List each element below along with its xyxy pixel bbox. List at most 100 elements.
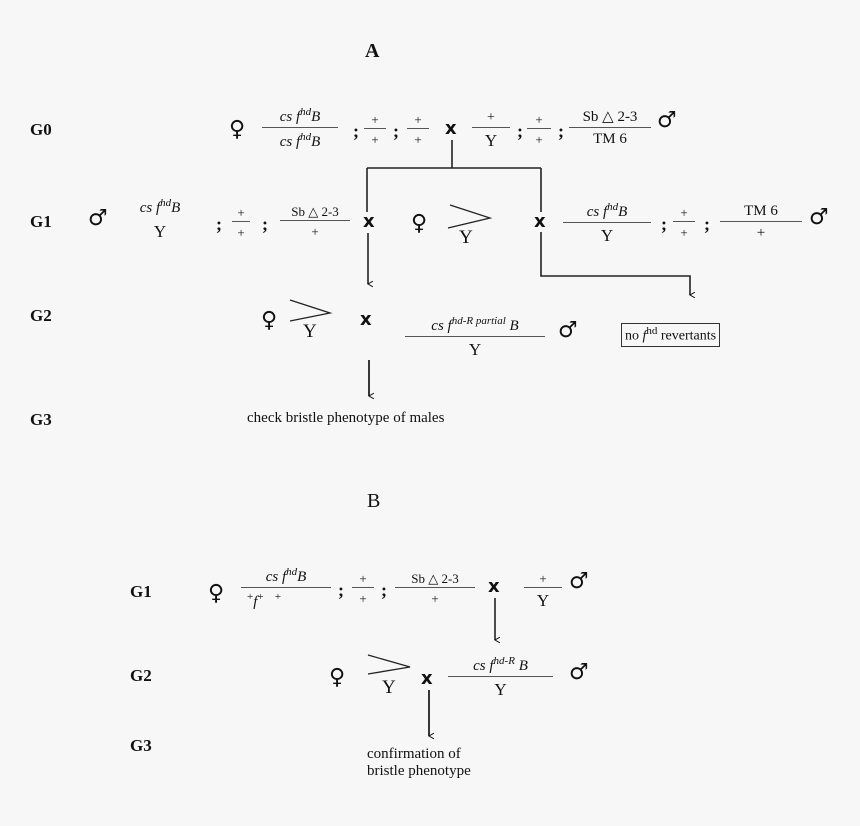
b-g2-wedge: [367, 654, 411, 675]
separator: ;: [393, 121, 399, 141]
separator: ;: [216, 214, 222, 234]
g0-male-chr3: Sb △ 2-3 TM 6: [569, 110, 651, 147]
cross-symbol: x: [360, 309, 372, 330]
female-symbol: ♀: [229, 117, 246, 142]
b-g3-outcome-text: confirmation of bristle phenotype: [367, 746, 471, 780]
b-g2-male-x: cs fhd-R B Y: [448, 656, 553, 698]
female-symbol: ♀: [261, 308, 278, 333]
genotype-text: +: [359, 571, 367, 586]
g1-right-arrow: [540, 232, 696, 299]
gen-label-g3: G3: [30, 410, 52, 429]
gen-label-g3: G3: [130, 736, 152, 755]
gen-label-g1: G1: [130, 582, 152, 601]
genotype-text: no: [625, 328, 643, 344]
g0-female-chr2: ++: [364, 113, 386, 146]
separator: ;: [338, 580, 344, 600]
genotype-text: f: [642, 328, 647, 344]
genotype-text: B: [509, 318, 519, 334]
female-symbol: ♀: [329, 665, 346, 690]
separator: ;: [517, 121, 523, 141]
genotype-text: TM 6: [593, 131, 627, 147]
genotype-text: cs f: [279, 134, 301, 150]
genotype-text: +: [257, 591, 264, 603]
genotype-text: Y: [600, 226, 614, 245]
genotype-text: cs f: [139, 200, 161, 216]
genotype-text: B: [618, 204, 628, 220]
panel-a-label: A: [365, 40, 380, 62]
gen-label-g1: G1: [30, 212, 52, 231]
b-g1-female-x: cs fhdB +f+ +: [241, 567, 331, 610]
genotype-text: +: [371, 112, 379, 127]
separator: ;: [661, 214, 667, 234]
g2-y: Y: [303, 321, 317, 342]
genotype-text: Sb △ 2-3: [411, 571, 459, 586]
genotype-text: +: [487, 110, 495, 125]
separator: ;: [262, 214, 268, 234]
no-revertants-box: no fhd revertants: [621, 323, 721, 347]
genotype-text: Y: [484, 131, 498, 150]
g1-right-chr2: ++: [673, 206, 695, 239]
genotype-text: Sb △ 2-3: [582, 109, 638, 125]
genotype-text: +: [237, 225, 245, 240]
male-symbol: ♂: [558, 318, 578, 343]
genotype-text: revertants: [660, 328, 717, 344]
genotype-text: hd: [646, 325, 658, 337]
genotype-text: TM 6: [744, 203, 778, 219]
genotype-text: +: [371, 132, 379, 147]
male-symbol: ♂: [569, 569, 589, 594]
genotype-text: f: [253, 594, 258, 610]
genotype-text: hd: [300, 131, 312, 143]
genotype-text: hd: [160, 197, 172, 209]
genotype-text: hd: [300, 106, 312, 118]
cross-symbol: x: [445, 118, 457, 139]
genotype-text: cs f: [265, 569, 287, 585]
male-symbol: ♂: [88, 206, 108, 231]
panel-b-label: B: [367, 490, 381, 512]
genotype-text: confirmation of: [367, 746, 461, 762]
b-g1-male-x: +Y: [524, 572, 562, 609]
b-g1-chr2: ++: [352, 572, 374, 605]
cross-symbol: x: [488, 576, 500, 597]
g1-right-chr3: TM 6 +: [720, 204, 802, 241]
genotype-text: hd: [607, 201, 619, 213]
genotype-text: cs f: [586, 204, 608, 220]
genotype-text: +: [680, 225, 688, 240]
genotype-text: +: [535, 112, 543, 127]
male-symbol: ♂: [569, 660, 589, 685]
female-symbol: ♀: [208, 581, 225, 606]
separator: ;: [353, 121, 359, 141]
male-symbol: ♂: [809, 205, 829, 230]
genotype-text: Y: [468, 340, 482, 359]
genotype-text: B: [311, 109, 321, 125]
genotype-text: hd-R partial: [451, 315, 506, 327]
a-g2-wedge: [289, 299, 333, 322]
genotype-text: +: [311, 224, 319, 239]
genotype-text: Y: [536, 591, 550, 610]
cross-symbol: x: [534, 211, 546, 232]
female-symbol: ♀: [411, 211, 428, 236]
genotype-text: +: [414, 112, 422, 127]
b-g2-y: Y: [382, 677, 396, 698]
genotype-text: +: [680, 205, 688, 220]
male-symbol: ♂: [657, 108, 677, 133]
genotype-text: hd-R: [493, 655, 515, 667]
genotype-text: +: [756, 225, 766, 241]
g1-right-male-x: cs fhdB Y: [563, 202, 651, 244]
genotype-text: +: [237, 205, 245, 220]
genotype-text: cs f: [473, 658, 494, 674]
genotype-text: hd: [286, 566, 298, 578]
separator: ;: [558, 121, 564, 141]
a-g1-wedge: [447, 204, 493, 229]
genotype-text: +: [539, 571, 547, 586]
g0-male-chr2: ++: [527, 113, 551, 146]
cross-symbol: x: [363, 211, 375, 232]
g1-left-male-x: cs fhdB Y: [118, 198, 202, 241]
genotype-text: +: [535, 132, 543, 147]
b-g1-chr3: Sb △ 2-3 +: [395, 572, 475, 605]
genotype-text: +: [359, 591, 367, 606]
genotype-text: B: [518, 658, 528, 674]
g0-female-chr3: ++: [407, 113, 429, 146]
genotype-text: B: [171, 200, 181, 216]
genotype-text: +: [431, 591, 439, 606]
g1-center-y: Y: [459, 227, 473, 248]
